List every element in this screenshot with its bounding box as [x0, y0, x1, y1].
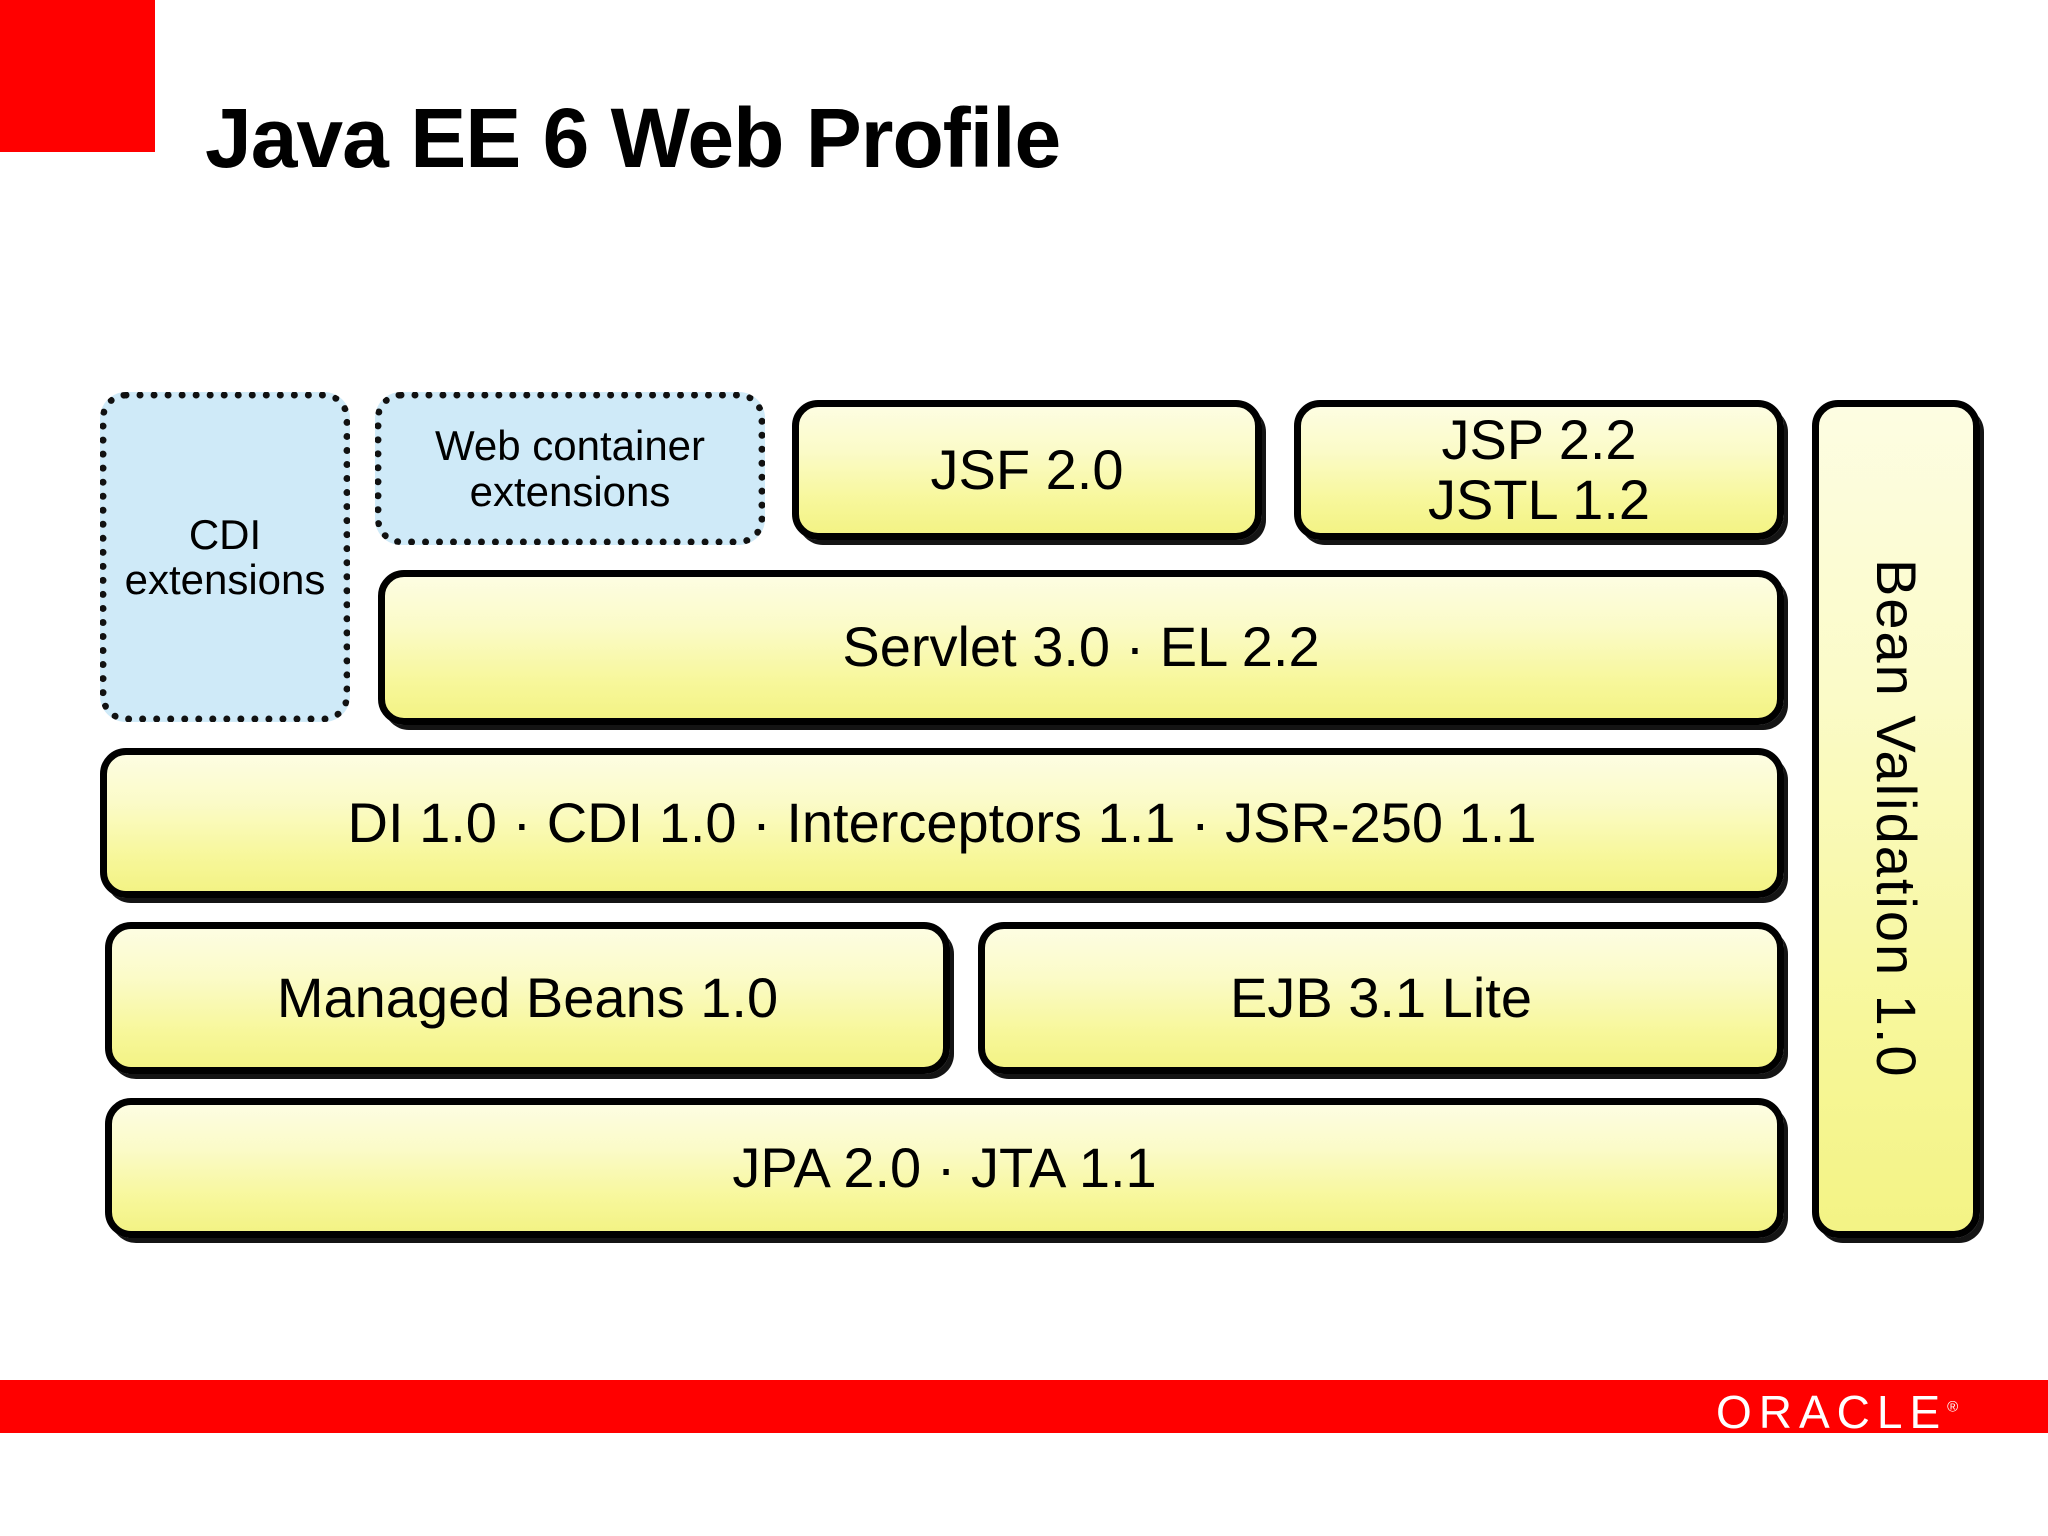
block-label: Bean Validation 1.0	[1865, 559, 1929, 1079]
block-label: JSP 2.2 JSTL 1.2	[1427, 407, 1651, 531]
block-label: CDI extensions	[124, 510, 326, 603]
block-web-container-extensions[interactable]: Web container extensions	[375, 392, 765, 545]
block-di-cdi-interceptors[interactable]: DI 1.0 · CDI 1.0 · Interceptors 1.1 · JS…	[100, 748, 1784, 898]
block-label: Managed Beans 1.0	[276, 965, 779, 1029]
footer-brand-bar	[0, 1380, 2048, 1433]
block-cdi-extensions[interactable]: CDI extensions	[100, 392, 350, 722]
block-managed-beans[interactable]: Managed Beans 1.0	[105, 922, 950, 1074]
oracle-logo: ORACLE®	[1716, 1385, 1958, 1439]
block-jpa-jta[interactable]: JPA 2.0 · JTA 1.1	[105, 1098, 1784, 1238]
registered-mark: ®	[1947, 1398, 1959, 1416]
oracle-wordmark: ORACLE	[1716, 1386, 1948, 1438]
page-title: Java EE 6 Web Profile	[205, 91, 1061, 185]
block-label: Servlet 3.0 · EL 2.2	[842, 615, 1320, 679]
block-label: JPA 2.0 · JTA 1.1	[732, 1135, 1157, 1199]
block-servlet-el[interactable]: Servlet 3.0 · EL 2.2	[378, 570, 1784, 725]
block-jsf[interactable]: JSF 2.0	[792, 400, 1262, 540]
block-label: DI 1.0 · CDI 1.0 · Interceptors 1.1 · JS…	[347, 790, 1537, 854]
block-bean-validation[interactable]: Bean Validation 1.0	[1812, 400, 1980, 1238]
block-jsp-jstl[interactable]: JSP 2.2 JSTL 1.2	[1294, 400, 1784, 540]
block-label: JSF 2.0	[930, 437, 1124, 501]
block-label: Web container extensions	[434, 422, 706, 515]
block-ejb-lite[interactable]: EJB 3.1 Lite	[978, 922, 1784, 1074]
block-label: EJB 3.1 Lite	[1230, 965, 1532, 1029]
brand-accent-square	[0, 0, 155, 152]
